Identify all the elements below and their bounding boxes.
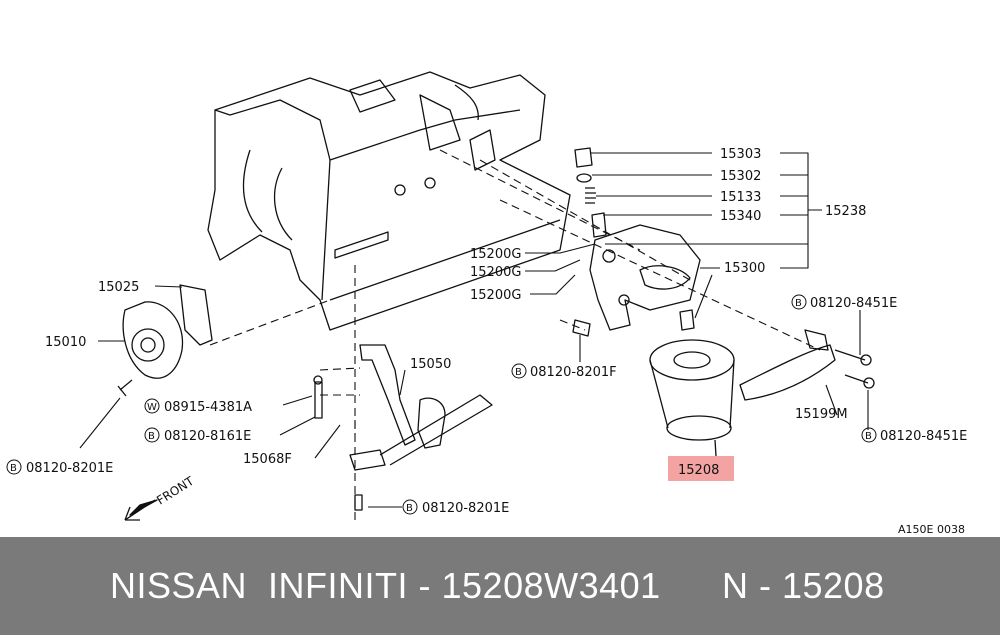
highlight-box (668, 456, 734, 481)
label-15199m: 15199M (795, 407, 848, 422)
callout-08120-8201e-left: B 08120-8201E (6, 459, 113, 476)
label-15025: 15025 (98, 280, 139, 295)
callout-08120-8201f: B 08120-8201F (511, 363, 617, 380)
callout-08120-8451e-top: B 08120-8451E (791, 294, 897, 311)
label-15200g-3: 15200G (470, 288, 521, 303)
diagram-code: A150E 0038 (898, 523, 965, 536)
svg-text:B: B (865, 431, 872, 442)
label-15208: 15208 (678, 463, 719, 478)
callout-08120-8451e-bottom: B 08120-8451E (861, 427, 967, 444)
label-15300: 15300 (724, 261, 765, 276)
svg-text:08120-8201F: 08120-8201F (530, 365, 617, 380)
oil-strainer-drawing (313, 344, 493, 511)
engine-block-drawing (207, 71, 571, 331)
label-15050: 15050 (410, 357, 451, 372)
part-short-code: N - 15208 (722, 565, 885, 606)
label-15010: 15010 (45, 335, 86, 350)
svg-text:B: B (515, 367, 522, 378)
svg-text:08915-4381A: 08915-4381A (164, 400, 252, 415)
part-title: NISSAN INFINITI - 15208W3401 (110, 565, 661, 606)
svg-text:B: B (10, 463, 17, 474)
bracket-15199m-drawing (739, 329, 875, 401)
oil-filter-drawing (649, 339, 735, 457)
label-15238: 15238 (825, 204, 866, 219)
label-15303: 15303 (720, 147, 761, 162)
label-15200g-1: 15200G (470, 247, 521, 262)
svg-text:08120-8451E: 08120-8451E (880, 429, 967, 444)
callout-08120-8161e: B 08120-8161E (144, 427, 251, 444)
front-label: FRONT (154, 474, 197, 508)
label-15133: 15133 (720, 190, 761, 205)
svg-text:08120-8451E: 08120-8451E (810, 296, 897, 311)
parts-diagram: 15303 15302 15133 15340 15238 15300 1520… (6, 71, 968, 536)
svg-text:B: B (406, 503, 413, 514)
label-15068f: 15068F (243, 452, 292, 467)
label-15200g-2: 15200G (470, 265, 521, 280)
water-pump-drawing (117, 284, 213, 397)
filter-bracket-drawing (572, 147, 701, 337)
part-number-bar: NISSAN INFINITI - 15208W3401 N - 15208 (0, 537, 1000, 635)
svg-text:08120-8201E: 08120-8201E (422, 501, 509, 516)
svg-text:B: B (795, 298, 802, 309)
label-15340: 15340 (720, 209, 761, 224)
callout-08120-8201e-bottom: B 08120-8201E (402, 499, 509, 516)
front-arrow (124, 499, 158, 521)
label-15302: 15302 (720, 169, 761, 184)
svg-text:08120-8201E: 08120-8201E (26, 461, 113, 476)
callout-08915-4381a: W 08915-4381A (144, 398, 252, 415)
svg-text:W: W (147, 402, 157, 413)
svg-text:B: B (148, 431, 155, 442)
svg-text:08120-8161E: 08120-8161E (164, 429, 251, 444)
leader-lines (79, 152, 869, 508)
